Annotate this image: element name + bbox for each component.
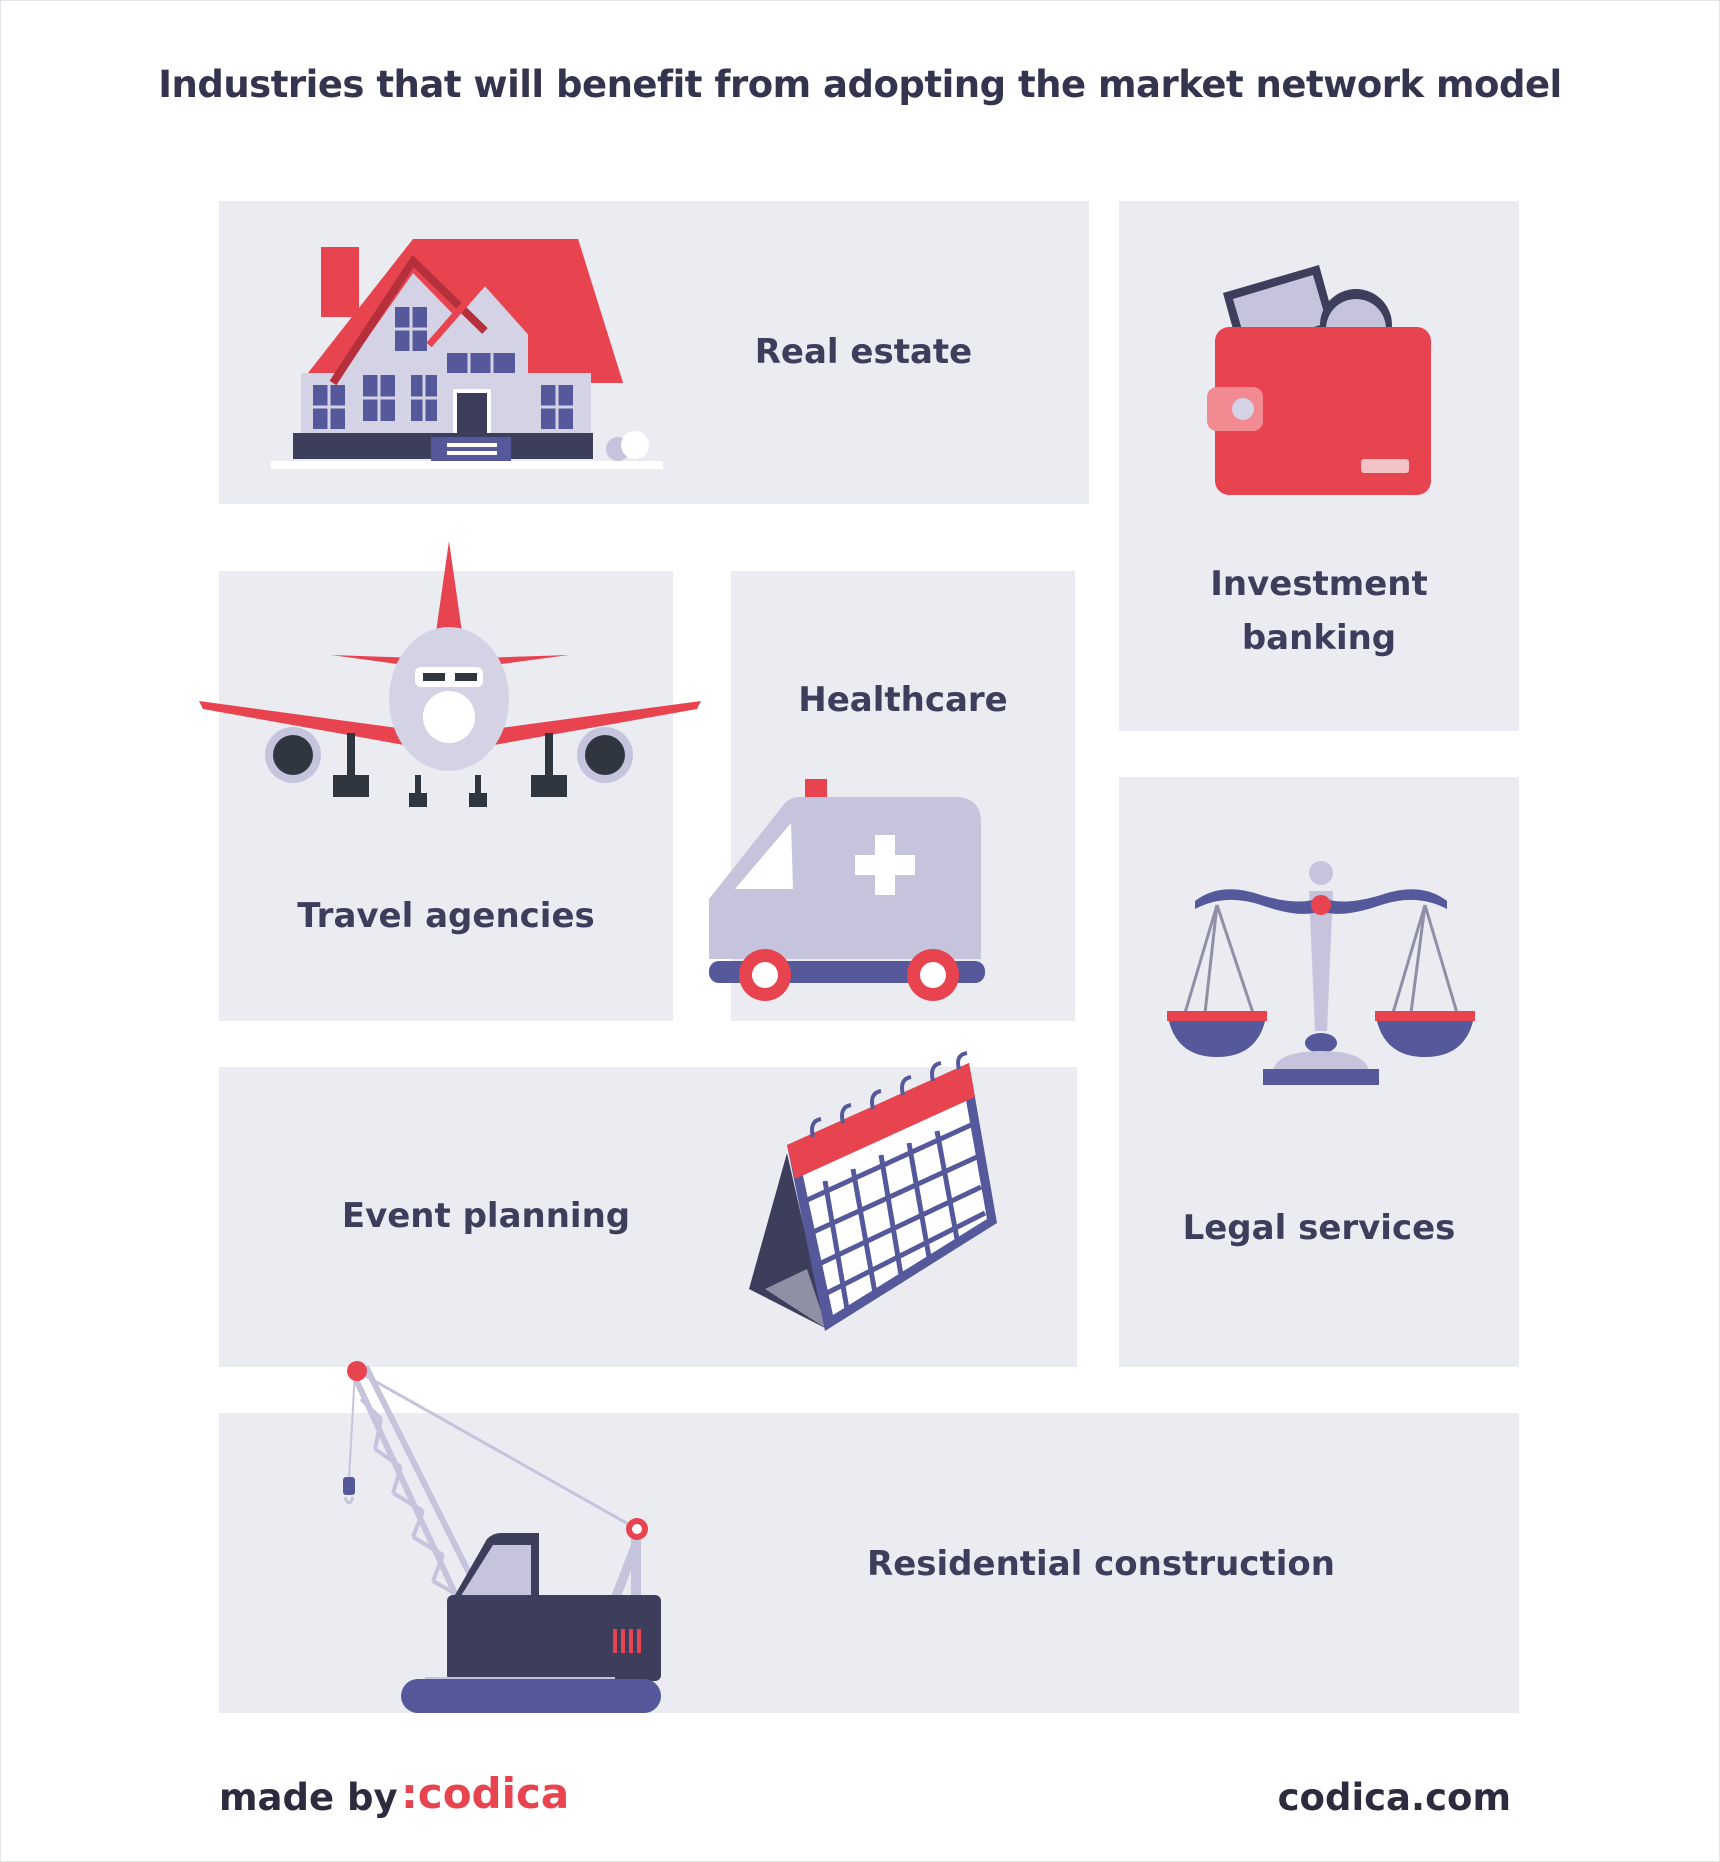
footer-site-link[interactable]: codica.com [1277, 1776, 1511, 1819]
label-investment-banking-1: Investment [1210, 564, 1428, 604]
label-residential-construction: Residential construction [867, 1544, 1335, 1584]
label-investment-banking-2: banking [1241, 618, 1397, 658]
airplane-icon [199, 541, 701, 807]
crane-icon [343, 1361, 661, 1713]
footer-made-by: made by [219, 1776, 398, 1819]
scales-icon [1167, 861, 1475, 1085]
ambulance-icon [709, 779, 985, 1001]
house-icon [271, 239, 663, 469]
wallet-icon [1207, 265, 1431, 495]
label-travel-agencies: Travel agencies [297, 896, 595, 936]
label-healthcare: Healthcare [798, 680, 1008, 720]
calendar-icon [749, 1051, 997, 1331]
codica-logo[interactable]: :codica [401, 1769, 570, 1818]
page-title: Industries that will benefit from adopti… [158, 63, 1562, 106]
label-legal-services: Legal services [1182, 1208, 1456, 1248]
card-residential-construction [219, 1413, 1519, 1713]
label-real-estate: Real estate [754, 332, 973, 372]
label-event-planning: Event planning [341, 1196, 631, 1236]
